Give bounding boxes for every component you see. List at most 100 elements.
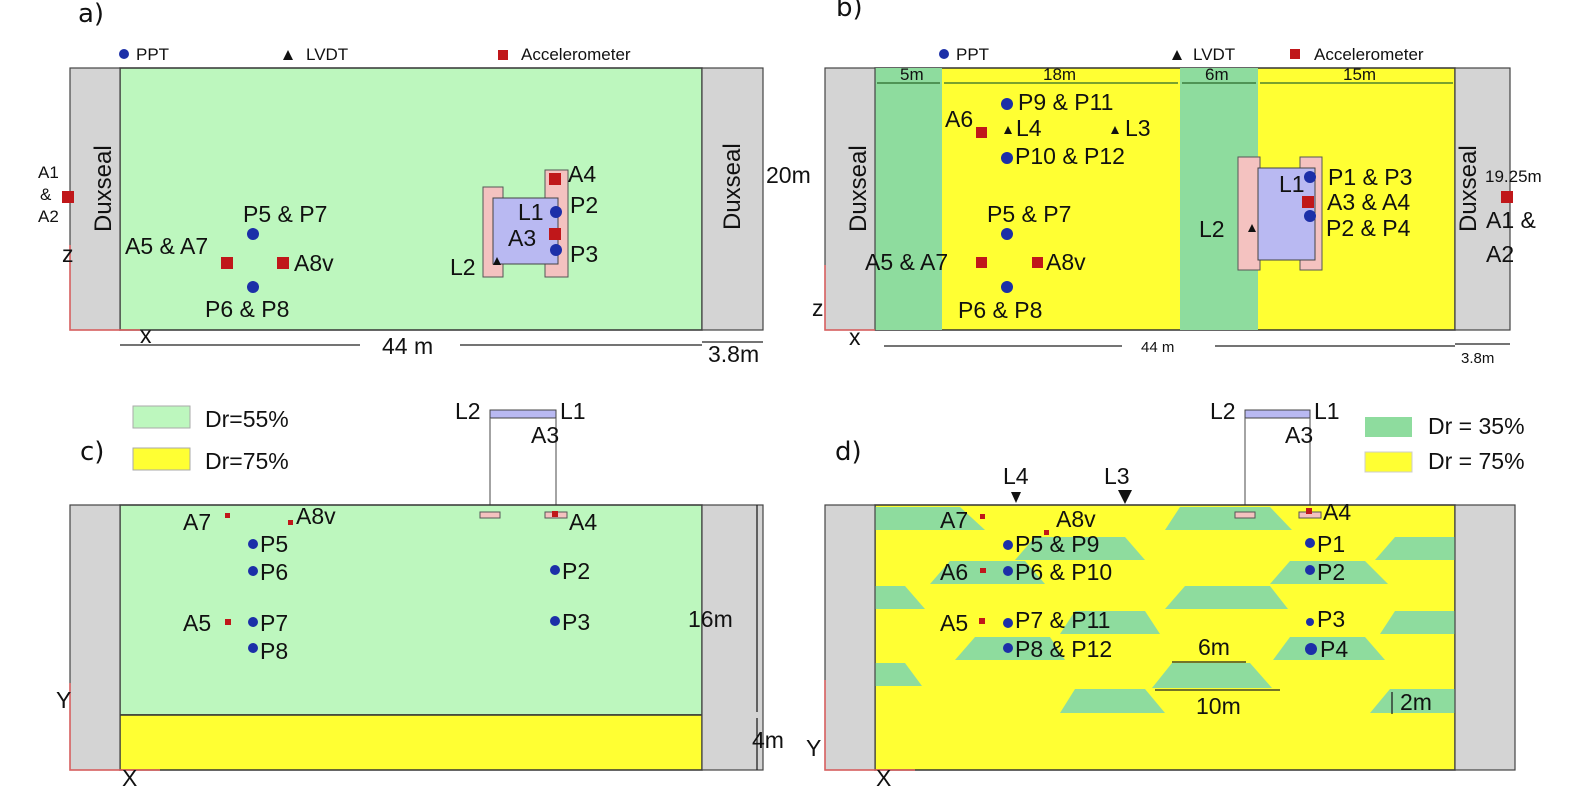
duxseal-left xyxy=(824,67,876,331)
lvdt-l3 xyxy=(1111,126,1119,134)
duxseal-right xyxy=(1454,504,1516,771)
duxseal-left-label: Duxseal xyxy=(845,145,872,232)
accelerometer-a4 xyxy=(549,173,561,185)
dr35-lens xyxy=(1165,507,1292,530)
p2-label: P2 xyxy=(570,192,598,218)
accelerometer-a8v xyxy=(288,520,293,525)
footing-pad-left xyxy=(1237,156,1261,271)
accelerometer-a8v xyxy=(1032,257,1043,268)
height-20m: 20m xyxy=(766,162,811,188)
lvdt-l2 xyxy=(493,257,501,265)
l1-label: L1 xyxy=(1314,398,1340,424)
ppt-p9p11 xyxy=(1001,98,1013,110)
x-axis-label: x xyxy=(140,322,152,348)
a3-label: A3 xyxy=(531,422,559,448)
ppt-p5 xyxy=(248,539,258,549)
accelerometer-a1-a2 xyxy=(62,191,74,203)
ppt-p1 xyxy=(1305,538,1315,548)
dr35-lens xyxy=(1165,586,1288,609)
length-44m: 44 m xyxy=(382,333,433,359)
footing-pad xyxy=(1234,511,1256,519)
a2-label: A2 xyxy=(1486,241,1514,267)
a8v-label: A8v xyxy=(296,503,336,529)
a4-label: A4 xyxy=(569,509,597,535)
p5p7-label: P5 & P7 xyxy=(243,201,327,227)
ppt-p10p12 xyxy=(1001,152,1013,164)
a6-label: A6 xyxy=(945,106,973,132)
a1-label: A1 & xyxy=(1486,207,1536,233)
dr75-soil xyxy=(119,714,703,771)
panel-d-label: d) xyxy=(835,437,862,467)
dr35-band xyxy=(875,68,942,330)
legend-dr55-swatch xyxy=(132,405,191,429)
p3-label: P3 xyxy=(570,241,598,267)
a2-label: A2 xyxy=(38,207,59,226)
accelerometer-a5a7 xyxy=(976,257,987,268)
accelerometer-a7 xyxy=(980,514,985,519)
p9p11-label: P9 & P11 xyxy=(1018,89,1113,115)
dim-18m: 18m xyxy=(1043,65,1076,84)
ppt-p4 xyxy=(1305,643,1317,655)
dr55-soil xyxy=(119,67,703,331)
p6-label: P6 xyxy=(260,559,288,585)
l1-label: L1 xyxy=(1279,171,1305,197)
dr35-lens xyxy=(875,507,985,530)
a5a7-label: A5 & A7 xyxy=(865,249,948,275)
ppt-p6p8 xyxy=(1001,281,1013,293)
legend-dr35-swatch xyxy=(1365,417,1412,437)
ppt-p5p9 xyxy=(1003,540,1013,550)
accelerometer-a4 xyxy=(552,511,558,517)
p6p8-label: P6 & P8 xyxy=(205,296,289,322)
l2-label: L2 xyxy=(455,398,481,424)
lvdt-legend-icon xyxy=(283,50,293,60)
axis-icon xyxy=(69,683,160,771)
ppt-legend-icon xyxy=(939,49,949,59)
legend-dr75-swatch xyxy=(1364,451,1413,473)
l2-label: L2 xyxy=(1199,216,1225,242)
dr35-lens xyxy=(930,561,1045,584)
ppt-p7p11 xyxy=(1003,618,1013,628)
accelerometer-a5a7 xyxy=(221,257,233,269)
p8p12-label: P8 & P12 xyxy=(1015,636,1112,662)
footing xyxy=(489,409,557,419)
accelerometer-a6 xyxy=(976,127,987,138)
ppt-p2p4 xyxy=(1304,210,1316,222)
a1-label: A1 xyxy=(38,163,59,182)
a5-label: A5 xyxy=(183,610,211,636)
a4-label: A4 xyxy=(568,161,596,187)
accelerometer-a6 xyxy=(980,568,986,573)
legend-dr55: Dr=55% xyxy=(205,406,289,432)
accelerometer-a3 xyxy=(549,228,561,240)
p5-label: P5 xyxy=(260,531,288,557)
duxseal-right-label: Duxseal xyxy=(719,143,746,230)
axis-icon xyxy=(69,245,140,331)
panel-b: b) PPT LVDT Accelerometer Duxseal Duxsea… xyxy=(812,0,1542,367)
ppt-p6p10 xyxy=(1003,566,1013,576)
legend-ppt: PPT xyxy=(956,45,989,64)
p1-label: P1 xyxy=(1317,531,1345,557)
p7p11-label: P7 & P11 xyxy=(1015,607,1110,633)
legend-dr75-swatch xyxy=(132,447,191,471)
l2-label: L2 xyxy=(450,254,476,280)
legend-dr75: Dr=75% xyxy=(205,448,289,474)
p4-label: P4 xyxy=(1320,636,1348,662)
accelerometer-a3a4 xyxy=(1302,196,1314,208)
accelerometer-a4 xyxy=(1306,508,1312,514)
duxseal-left xyxy=(824,504,876,771)
duxseal-width-3-8m: 3.8m xyxy=(708,341,759,367)
ppt-p2 xyxy=(550,206,562,218)
p8-label: P8 xyxy=(260,638,288,664)
dr35-lens xyxy=(1015,537,1145,560)
legend-accelerometer: Accelerometer xyxy=(1314,45,1424,64)
p6p8-label: P6 & P8 xyxy=(958,297,1042,323)
ppt-p8p12 xyxy=(1003,643,1013,653)
dr35-lens xyxy=(875,586,925,609)
panel-a-label: a) xyxy=(78,0,104,29)
ppt-p5p7 xyxy=(1001,228,1013,240)
legend-dr35: Dr = 35% xyxy=(1428,413,1525,439)
footing-pad xyxy=(479,511,501,519)
p5p9-label: P5 & P9 xyxy=(1015,531,1099,557)
ppt-p6 xyxy=(248,566,258,576)
footing xyxy=(1244,409,1311,419)
p2-label: P2 xyxy=(1317,559,1345,585)
